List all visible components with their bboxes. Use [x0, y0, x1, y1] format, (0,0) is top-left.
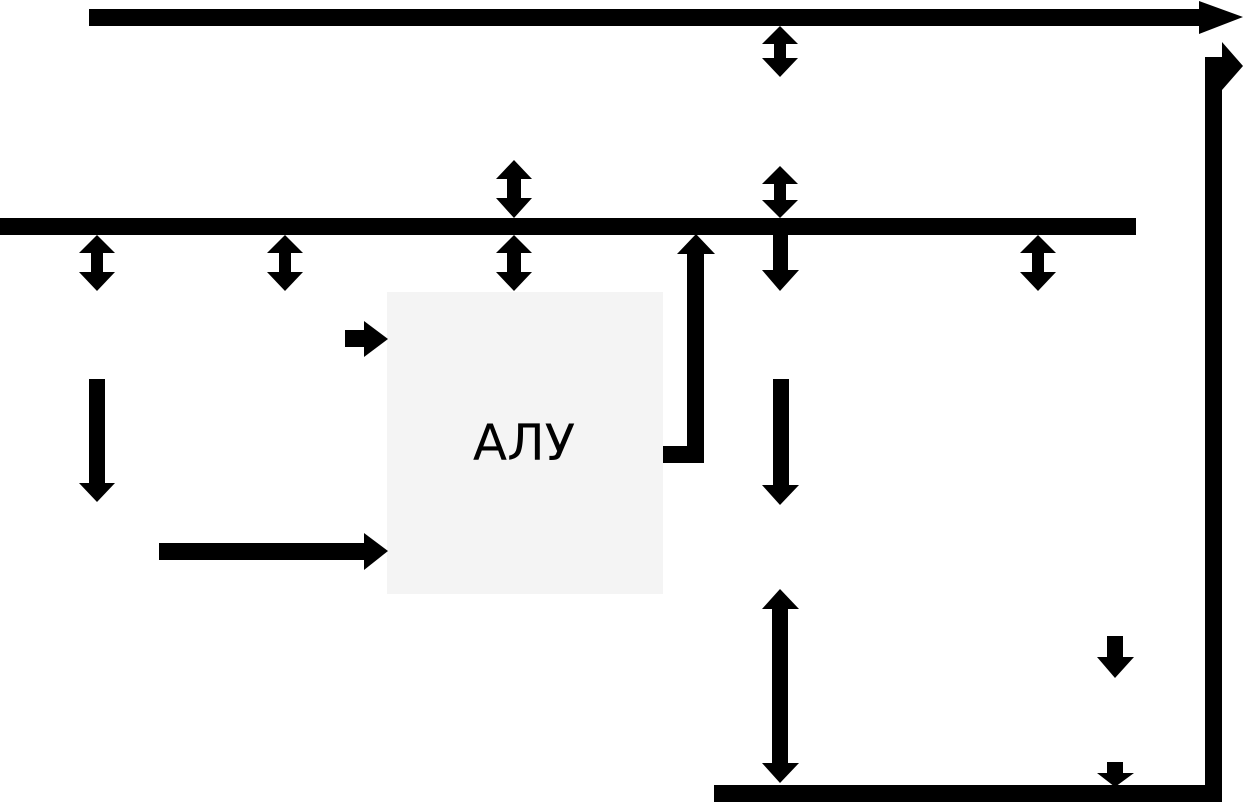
bidirectional-arrow-top-bus [762, 26, 798, 77]
alu-label: АЛУ [473, 414, 575, 472]
down-arrow-from-main-bus [762, 235, 799, 291]
bidirectional-arrow-to-bottom-bus [762, 589, 799, 783]
alu-output-arrowhead [677, 234, 715, 254]
main-bus-line [0, 218, 1136, 235]
right-small-down-arrow-lower [1097, 762, 1134, 787]
right-vertical-line [1205, 57, 1222, 802]
bidirectional-arrow-above-main-1 [496, 160, 532, 218]
bidirectional-arrow-above-main-2 [762, 166, 798, 218]
bidirectional-arrow-below-main-3 [496, 235, 532, 291]
top-bus-arrowhead [1199, 1, 1243, 34]
alu-input-arrow-top [345, 321, 388, 357]
alu-input-arrow-bottom [159, 533, 388, 570]
left-down-arrow [79, 379, 115, 502]
main-bus [0, 218, 1136, 235]
middle-down-arrow [762, 379, 799, 505]
bidirectional-arrow-below-main-4 [1020, 235, 1056, 291]
alu-output-arrow [663, 234, 715, 463]
right-small-down-arrow-upper [1097, 636, 1134, 678]
top-bus-line [89, 9, 1201, 26]
bidirectional-arrow-below-main-1 [79, 235, 115, 291]
right-feedback-arrowhead [1222, 42, 1243, 90]
bidirectional-arrow-below-main-2 [267, 235, 303, 291]
alu-box [387, 292, 663, 594]
top-bus [89, 1, 1243, 34]
alu-output-vertical [687, 252, 704, 463]
bottom-bus-line [714, 785, 1222, 802]
bottom-bus [714, 785, 1222, 802]
alu-block: АЛУ [387, 292, 663, 594]
right-feedback-line [1205, 42, 1243, 802]
